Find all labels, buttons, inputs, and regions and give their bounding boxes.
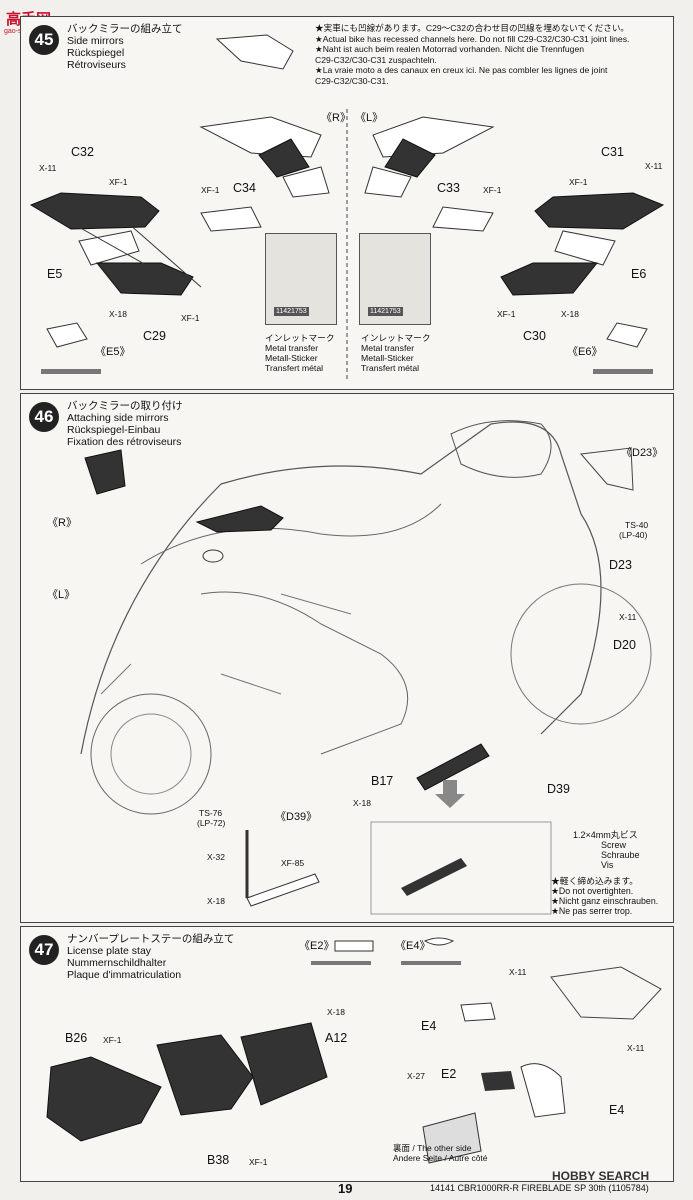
mirror-assembly-illustration [29,34,665,379]
screw-lp72: (LP-72) [197,818,226,828]
paint-x18: X-18 [561,309,579,319]
hobby-search-watermark: HOBBY SEARCH [552,1169,650,1183]
metal-transfer-sheet-l: 11421753 [359,233,431,325]
paint-x18: X-18 [353,798,371,808]
right-label: 《R》 [321,112,351,124]
paint-xf1: XF-1 [569,177,588,187]
step-45-panel: 45 バックミラーの組み立て Side mirrors Rückspiegel … [20,16,674,390]
paint-x27: X-27 [407,1071,425,1081]
ref-e4: 《E4》 [395,940,431,952]
ref-d39: 《D39》 [275,811,318,823]
paint-x32: X-32 [207,852,225,862]
part-c34: C34 [233,181,256,195]
part-c29: C29 [143,329,166,343]
paint-xf85: XF-85 [281,858,305,868]
motorcycle-illustration [80,420,652,915]
screw-lp40: (LP-40) [619,530,648,540]
paint-x18: X-18 [327,1007,345,1017]
screw-ts40: TS-40 [625,520,649,530]
tighten-warning: ★軽く締め込みます。 ★Do not overtighten. ★Nicht g… [551,876,659,916]
paint-x18: X-18 [207,896,225,906]
part-c33: C33 [437,181,460,195]
part-c32: C32 [71,145,94,159]
ref-l: 《L》 [47,589,76,601]
part-b38: B38 [207,1153,230,1167]
ref-e2: 《E2》 [299,940,335,952]
step-title: バックミラーの取り付け Attaching side mirrors Rücks… [67,400,183,448]
step-47-panel: 47 ナンバープレートステーの組み立て License plate stay N… [20,926,674,1182]
paint-xf1: XF-1 [483,185,502,195]
paint-xf1: XF-1 [109,177,128,187]
paint-xf1: XF-1 [201,185,220,195]
step-title: バックミラーの組み立て Side mirrors Rückspiegel Rét… [67,23,183,71]
ref-e6: 《E6》 [567,346,603,358]
paint-x11: X-11 [619,612,637,622]
part-c31: C31 [601,145,624,159]
page-number: 19 [338,1181,353,1196]
metal-transfer-sheet-r: 11421753 [265,233,337,325]
paint-x11: X-11 [509,967,527,977]
transfer-caption-r: インレットマーク Metal transfer Metall-Sticker T… [265,333,335,373]
paint-xf1: XF-1 [181,313,200,323]
paint-x11: X-11 [645,161,663,171]
transfer-caption-l: インレットマーク Metal transfer Metall-Sticker T… [361,333,431,373]
paint-x11: X-11 [39,163,57,173]
part-e5: E5 [47,267,63,281]
ref-e5: 《E5》 [95,346,131,358]
paint-xf1: XF-1 [497,309,516,319]
part-e2: E2 [441,1067,457,1081]
part-d20: D20 [613,638,636,652]
step-number: 46 [29,402,59,432]
part-e4: E4 [609,1103,625,1117]
part-c30: C30 [523,329,546,343]
part-e4: E4 [421,1019,437,1033]
part-d39: D39 [547,782,570,796]
seam-note: ★実車にも凹線があります。C29〜C32の合わせ目の凹線を埋めないでください。 … [315,23,630,86]
step-number: 45 [29,25,59,55]
paint-x18: X-18 [109,309,127,319]
part-e6: E6 [631,267,647,281]
license-plate-illustration [46,937,662,1164]
step-number: 47 [29,935,59,965]
ref-r: 《R》 [47,517,77,529]
kit-code: 14141 CBR1000RR-R FIREBLADE SP 30th (110… [430,1183,649,1193]
paint-xf1: XF-1 [249,1157,268,1167]
paint-x11: X-11 [627,1043,645,1053]
step-46-panel: 46 バックミラーの取り付け Attaching side mirrors Rü… [20,393,674,923]
screw-callout: 1.2×4mm丸ビス Screw Schraube Vis [573,830,640,870]
screw-ts76: TS-76 [199,808,223,818]
part-b26: B26 [65,1031,88,1045]
other-side-caption: 裏面 / The other side Andere Seite / Autre… [393,1143,488,1163]
part-d23: D23 [609,558,632,572]
ref-d23: 《D23》 [621,447,664,459]
left-label: 《L》 [355,112,384,124]
step-title: ナンバープレートステーの組み立て License plate stay Numm… [67,933,235,981]
paint-xf1: XF-1 [103,1035,122,1045]
part-b17: B17 [371,774,394,788]
part-a12: A12 [325,1031,348,1045]
